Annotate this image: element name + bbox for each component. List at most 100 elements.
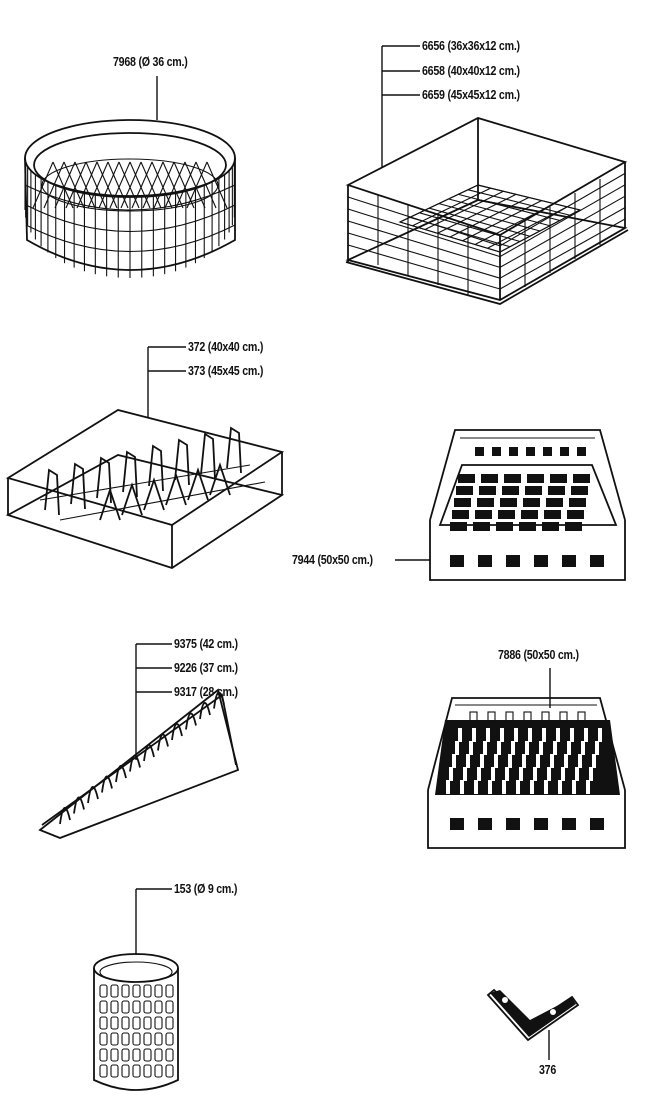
label-9375: 9375 (42 cm.) [174,636,238,651]
wire [73,796,85,814]
wire [199,702,211,720]
label-7886: 7886 (50x50 cm.) [498,647,579,662]
peg [544,780,548,794]
wire [164,161,186,209]
hole [534,818,548,830]
wire [200,432,216,480]
peg [516,780,520,794]
slot [110,1064,119,1078]
cell [498,510,515,519]
wire [162,161,184,209]
wire [499,195,626,268]
slot [121,1048,130,1062]
peg [584,728,588,742]
peg [542,728,546,742]
label-7944: 7944 (50x50 cm.) [292,552,373,567]
slot [121,984,130,998]
wire [153,161,175,209]
cell [481,474,498,483]
cell [458,474,475,483]
cell [502,486,519,495]
label-9226: 9226 (37 cm.) [174,660,238,675]
cell [500,498,517,507]
hole [562,555,576,567]
wire [143,744,155,762]
peg [480,754,484,768]
peg [589,767,593,781]
plate-rack-basket-illustration [5,409,285,569]
wire [462,200,542,242]
wire [487,206,568,249]
cell [550,474,567,483]
hole [509,447,518,456]
peg [483,741,487,755]
peg [477,767,481,781]
plate-holder-illustration [38,688,240,839]
cell [569,498,586,507]
cell [452,510,469,519]
wire [399,184,479,223]
slot [154,1032,163,1046]
peg [592,754,596,768]
label-372: 372 (40x40 cm.) [188,339,264,354]
peg [494,754,498,768]
peg [595,741,599,755]
wire [85,161,107,209]
label-9317: 9317 (28 cm.) [174,684,238,699]
slot [110,1032,119,1046]
peg [578,754,582,768]
wire [449,196,530,238]
hole [560,447,569,456]
wire [148,444,164,492]
peg [463,767,467,781]
slot [143,1064,152,1078]
cell [565,522,582,531]
peg [458,728,462,742]
wire [347,208,501,258]
peg [556,728,560,742]
wire [101,775,113,793]
wire [76,161,98,209]
slot [143,1000,152,1014]
wire [65,161,87,209]
wire [185,712,197,730]
peg [466,754,470,768]
peg [525,741,529,755]
cell [567,510,584,519]
cell [573,474,590,483]
wire [448,198,551,227]
peg [469,741,473,755]
cell [525,486,542,495]
peg [511,741,515,755]
slot [143,1048,152,1062]
peg [455,741,459,755]
peg [558,780,562,794]
cell [456,486,473,495]
peg [530,780,534,794]
wire [165,472,187,506]
wire [184,161,206,209]
hole [478,555,492,567]
peg [586,780,590,794]
wire [213,691,225,709]
hole [506,818,520,830]
wire [347,232,501,279]
hole [475,447,484,456]
slot [165,1048,174,1062]
wire [143,477,165,511]
peg [547,767,551,781]
peg [577,711,586,722]
slot [99,1048,108,1062]
slot [99,1016,108,1030]
cell [475,510,492,519]
wire [96,456,112,504]
wire [98,161,120,209]
label-7968: 7968 (Ø 36 cm.) [113,54,188,69]
wire [347,244,501,290]
label-153: 153 (Ø 9 cm.) [174,881,238,896]
slot [121,1032,130,1046]
slot [121,1064,130,1078]
slot [165,984,174,998]
peg [553,741,557,755]
